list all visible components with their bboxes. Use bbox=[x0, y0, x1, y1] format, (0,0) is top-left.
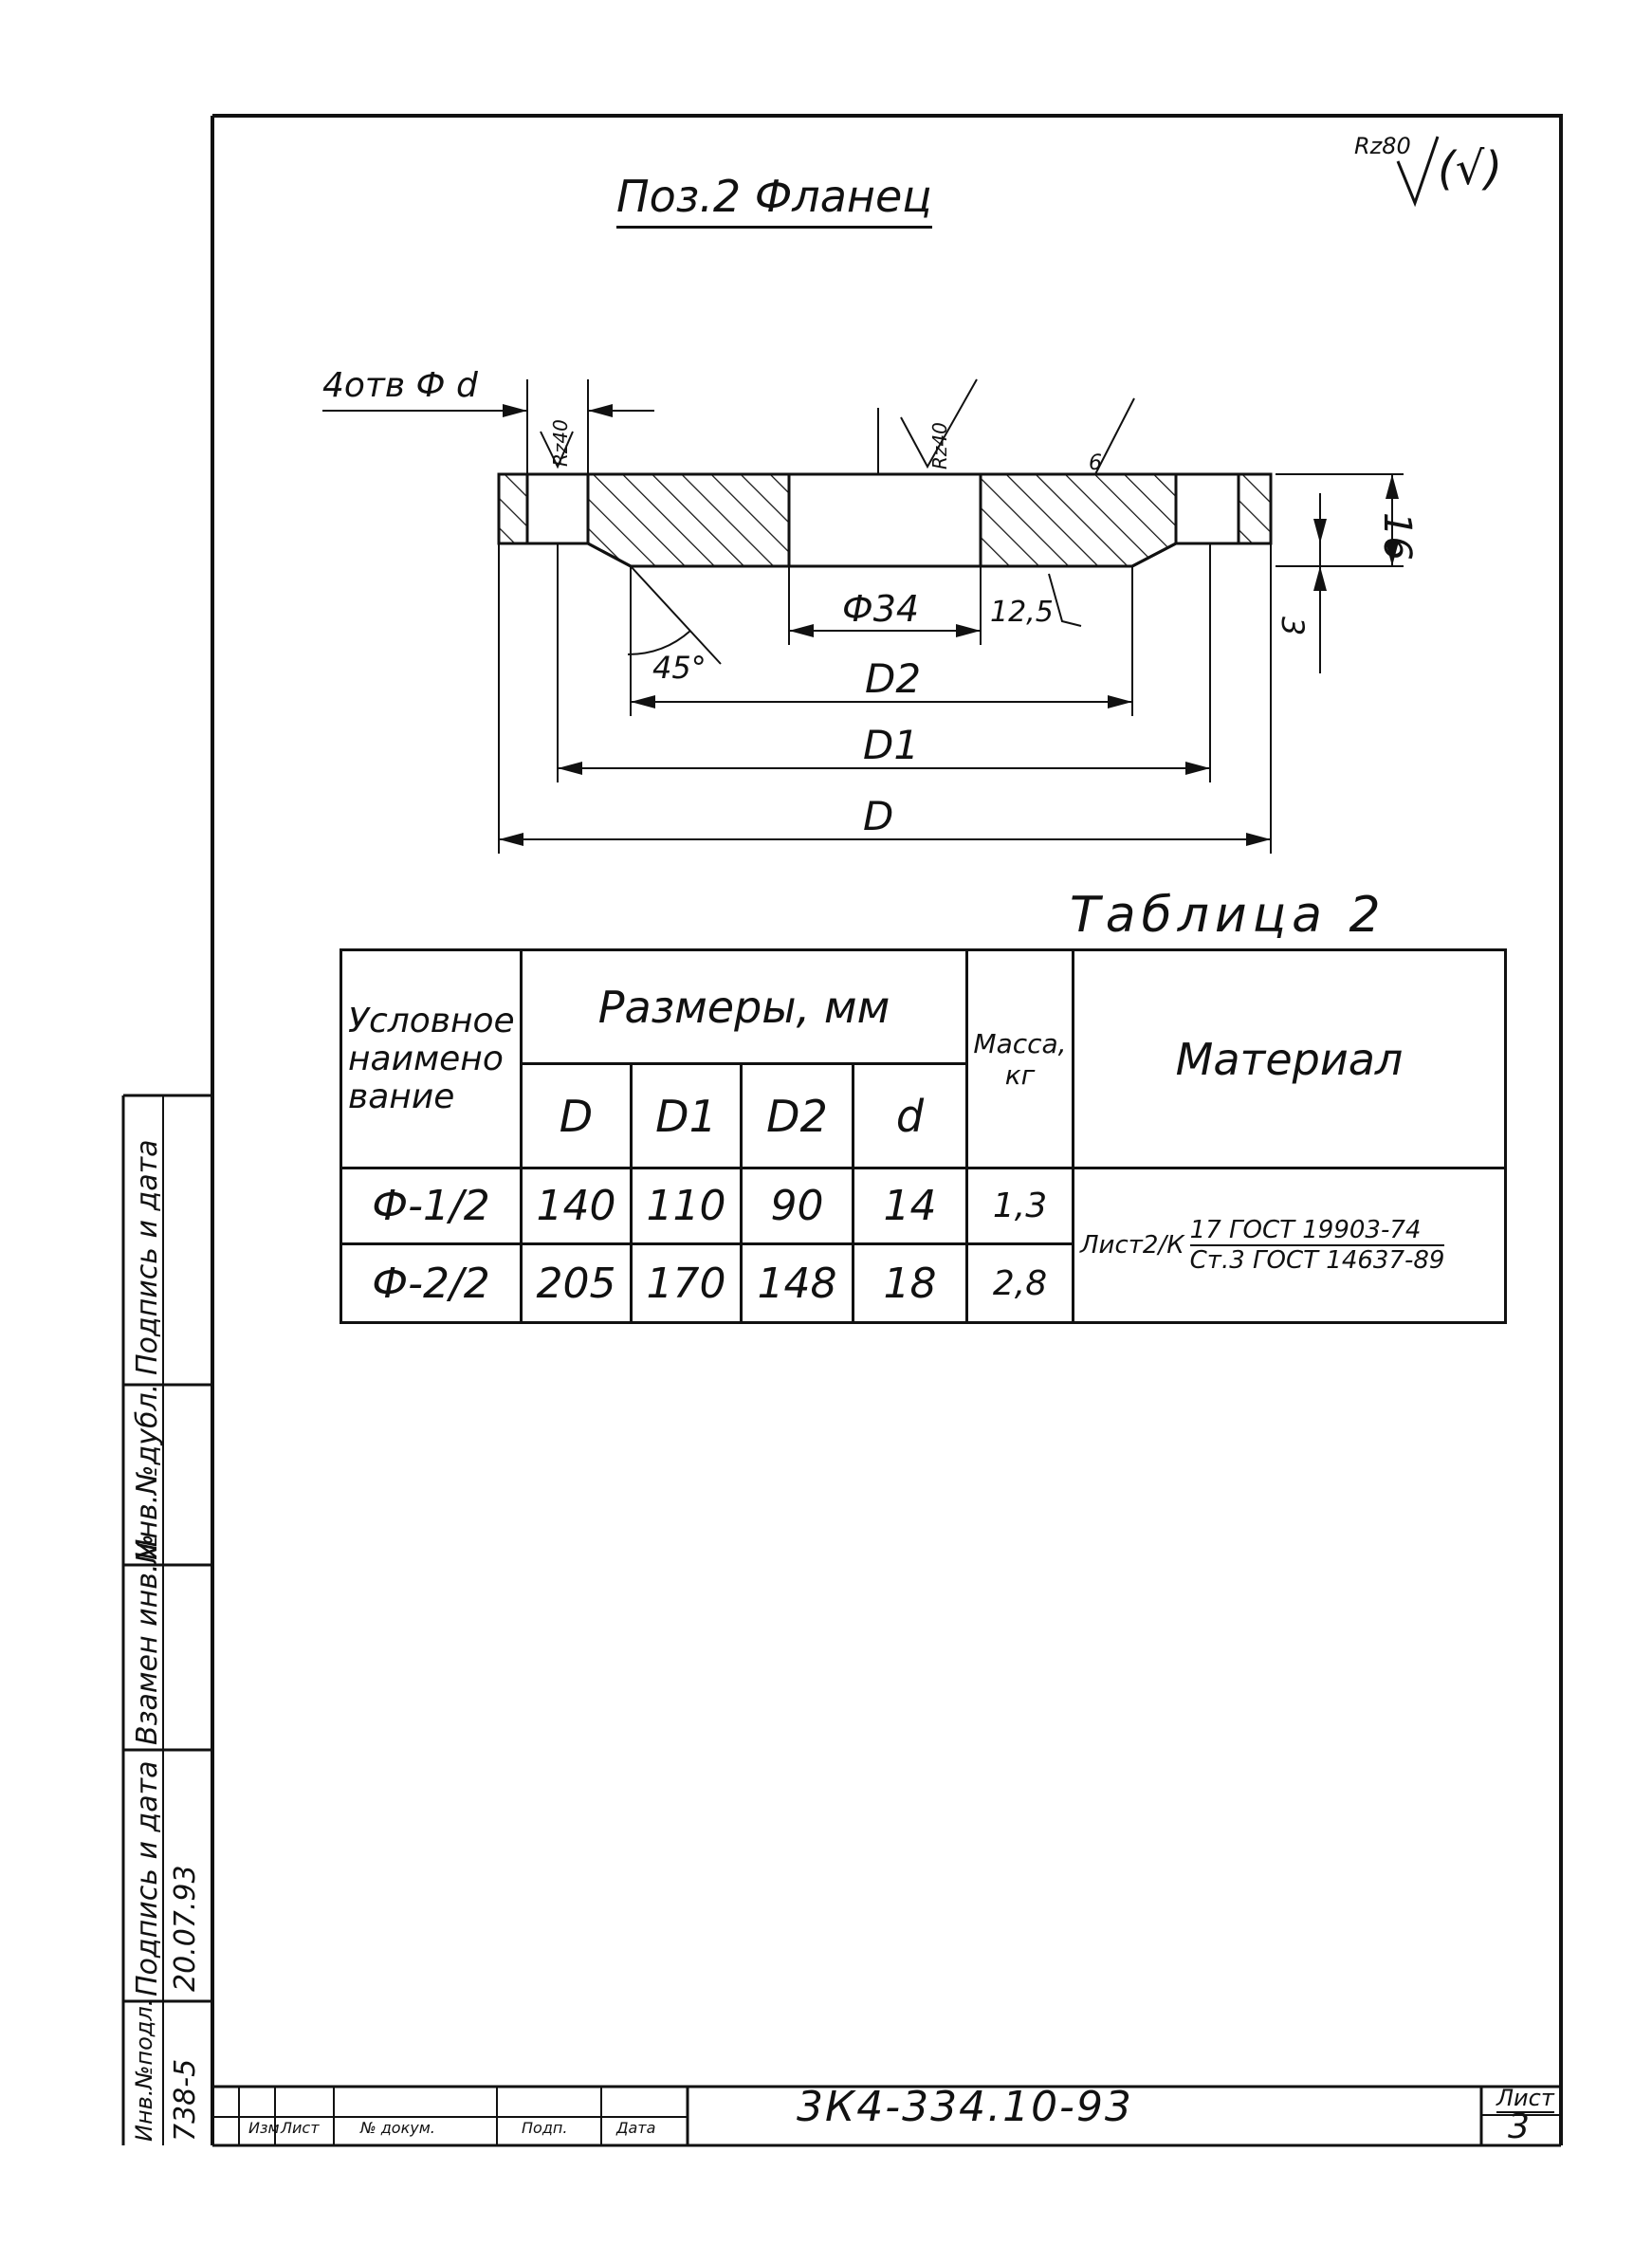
bore-dim: Ф34 bbox=[842, 588, 919, 630]
stamp-col-sheet: Лист bbox=[281, 2119, 320, 2137]
col-name-line: наимено bbox=[348, 1039, 504, 1078]
material-top: 17 ГОСТ 19903-74 bbox=[1189, 1216, 1445, 1246]
angle-label: 45° bbox=[652, 650, 707, 686]
table-caption: Таблица 2 bbox=[1070, 887, 1386, 944]
spec-table: Условное наимено вание Размеры, мм Масса… bbox=[340, 948, 1507, 1324]
doc-code: 3К4-334.10-93 bbox=[797, 2083, 1133, 2131]
material-prefix: Лист2/К bbox=[1080, 1231, 1184, 1260]
stamp-col-doc: № докум. bbox=[360, 2119, 435, 2137]
material-cell: Лист2/К 17 ГОСТ 19903-74 Ст.3 ГОСТ 14637… bbox=[1072, 1167, 1507, 1324]
col-material-header: Материал bbox=[1072, 948, 1507, 1169]
material-bottom: Ст.3 ГОСТ 14637-89 bbox=[1189, 1246, 1445, 1275]
d-dim: D bbox=[863, 793, 893, 839]
sheet-label: Лист bbox=[1496, 2085, 1554, 2113]
strip-date-value: 20.07.93 bbox=[169, 1865, 202, 1992]
row-mass: 1,3 bbox=[965, 1167, 1074, 1245]
stamp-col-change: Изм bbox=[248, 2119, 280, 2137]
row-D2: 90 bbox=[740, 1167, 854, 1245]
bottom-roughness: 12,5 bbox=[990, 596, 1054, 629]
strip-label-replace-inv: Взамен инв.№ bbox=[131, 1534, 164, 1745]
row-name: Ф-2/2 bbox=[340, 1242, 523, 1324]
col-sizes-header: Размеры, мм bbox=[520, 948, 968, 1065]
row-D2: 148 bbox=[740, 1242, 854, 1324]
roughness-symbol: (√) bbox=[1438, 142, 1503, 195]
row-mass: 2,8 bbox=[965, 1242, 1074, 1324]
row-name: Ф-1/2 bbox=[340, 1167, 523, 1245]
chamfer-dim: 3 bbox=[1275, 616, 1311, 635]
strip-label-signature-date: Подпись и дата bbox=[131, 1760, 164, 1997]
d2-dim: D2 bbox=[865, 655, 921, 702]
stamp-col-sign: Подп. bbox=[522, 2119, 568, 2137]
holes-label: 4отв Ф d bbox=[322, 366, 479, 405]
roughness-check-icon bbox=[1396, 136, 1440, 208]
col-mass-line: кг bbox=[1004, 1058, 1036, 1091]
stamp-col-date: Дата bbox=[616, 2119, 656, 2137]
row-D: 140 bbox=[520, 1167, 633, 1245]
col-name-line: Условное bbox=[348, 1001, 515, 1040]
bore-roughness-label: Rz40 bbox=[928, 422, 951, 469]
strip-label-signature-date: Подпись и дата bbox=[131, 1139, 164, 1376]
strip-inv-value: 738-5 bbox=[169, 2058, 202, 2142]
col-d-header: d bbox=[852, 1062, 968, 1169]
surface-mark: 6 bbox=[1089, 451, 1102, 475]
roughness-value: Rz80 bbox=[1354, 133, 1411, 159]
row-D: 205 bbox=[520, 1242, 633, 1324]
row-D1: 170 bbox=[630, 1242, 743, 1324]
title: Поз.2 Фланец bbox=[616, 171, 932, 229]
col-D1-header: D1 bbox=[630, 1062, 743, 1169]
row-D1: 110 bbox=[630, 1167, 743, 1245]
row-d: 14 bbox=[852, 1167, 968, 1245]
sheet-number: 3 bbox=[1508, 2107, 1530, 2146]
table-row: Ф-2/2 205 170 148 18 2,8 bbox=[340, 1242, 1506, 1324]
thickness-dim: 16 bbox=[1375, 512, 1419, 561]
d1-dim: D1 bbox=[863, 722, 919, 768]
strip-label-orig-inv: Инв.№подл. bbox=[131, 1998, 157, 2142]
col-name-line: вание bbox=[348, 1076, 455, 1116]
hole-roughness-label: Rz40 bbox=[549, 419, 572, 467]
col-mass-line: Масса, bbox=[973, 1027, 1067, 1059]
col-D-header: D bbox=[520, 1062, 633, 1169]
table-row: Ф-1/2 140 110 90 14 1,3 Лист2/К 17 ГОСТ … bbox=[340, 1167, 1507, 1324]
row-d: 18 bbox=[852, 1242, 968, 1324]
col-name-header: Условное наимено вание bbox=[340, 948, 523, 1169]
col-D2-header: D2 bbox=[740, 1062, 854, 1169]
col-mass-header: Масса, кг bbox=[965, 948, 1074, 1169]
